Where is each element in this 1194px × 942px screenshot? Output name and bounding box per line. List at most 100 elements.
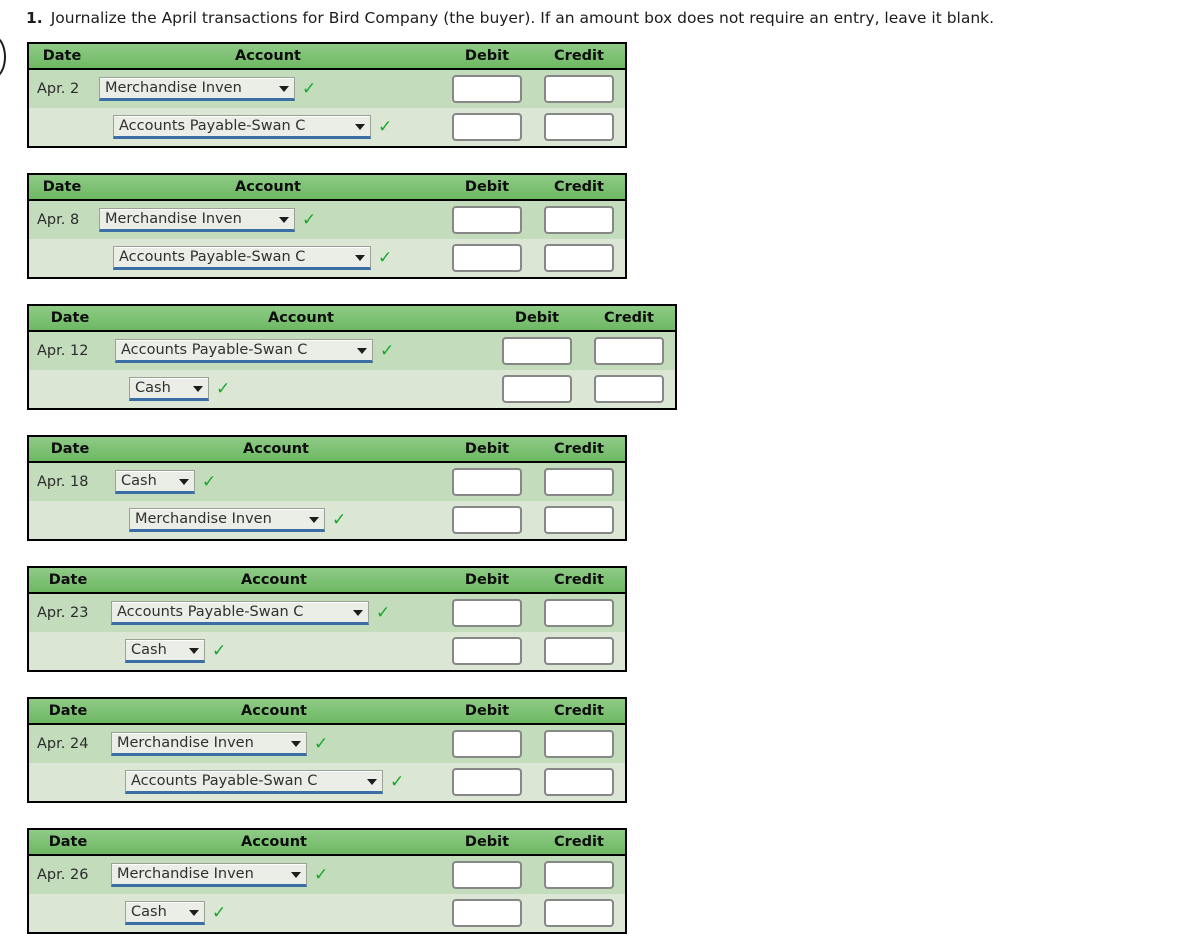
debit-input[interactable]	[452, 730, 522, 758]
debit-input[interactable]	[452, 468, 522, 496]
debit-input[interactable]	[452, 899, 522, 927]
cell-account: Merchandise Inven ✓	[107, 725, 441, 763]
cell-account: Accounts Payable-Swan C✓	[95, 239, 441, 277]
account-select[interactable]: Merchandise Inven	[99, 208, 295, 232]
account-select[interactable]: Merchandise Inven	[111, 732, 307, 756]
account-select-value: Cash	[131, 642, 167, 658]
cell-credit	[533, 594, 625, 632]
column-header-date: Date	[50, 310, 90, 326]
cell-credit	[583, 332, 675, 370]
credit-input[interactable]	[544, 599, 614, 627]
cell-credit	[533, 894, 625, 932]
debit-input[interactable]	[452, 206, 522, 234]
column-header-debit: Debit	[514, 310, 560, 326]
credit-input[interactable]	[594, 337, 664, 365]
debit-input[interactable]	[452, 599, 522, 627]
debit-input[interactable]	[452, 113, 522, 141]
cell-debit	[441, 894, 533, 932]
cell-credit	[533, 239, 625, 277]
account-select[interactable]: Accounts Payable-Swan C	[125, 770, 383, 794]
check-icon: ✓	[390, 771, 405, 792]
table-row: Accounts Payable-Swan C✓	[29, 239, 625, 277]
account-select-value: Cash	[131, 904, 167, 920]
credit-input[interactable]	[544, 506, 614, 534]
credit-input[interactable]	[544, 730, 614, 758]
credit-input[interactable]	[544, 244, 614, 272]
cell-debit	[441, 501, 533, 539]
column-header-date: Date	[50, 441, 90, 457]
credit-input[interactable]	[544, 75, 614, 103]
debit-input[interactable]	[502, 375, 572, 403]
account-select[interactable]: Merchandise Inven	[129, 508, 325, 532]
debit-input[interactable]	[502, 337, 572, 365]
column-header-account: Account	[235, 179, 301, 195]
account-select[interactable]: Cash	[125, 901, 205, 925]
column-header-debit: Debit	[464, 834, 510, 850]
check-icon: ✓	[202, 471, 217, 492]
cell-date: Apr. 23	[37, 605, 89, 621]
cell-credit	[533, 108, 625, 146]
account-select[interactable]: Accounts Payable-Swan C	[111, 601, 369, 625]
credit-input[interactable]	[544, 637, 614, 665]
credit-input[interactable]	[594, 375, 664, 403]
cell-account: Merchandise Inven✓	[111, 501, 441, 539]
column-header-account: Account	[241, 572, 307, 588]
credit-input[interactable]	[544, 113, 614, 141]
credit-input[interactable]	[544, 861, 614, 889]
credit-input[interactable]	[544, 468, 614, 496]
cell-debit	[491, 332, 583, 370]
column-header-account: Account	[241, 834, 307, 850]
debit-input[interactable]	[452, 861, 522, 889]
column-header-credit: Credit	[554, 703, 604, 719]
debit-input[interactable]	[452, 244, 522, 272]
cell-date: Apr. 2	[37, 81, 80, 97]
credit-input[interactable]	[544, 768, 614, 796]
account-select[interactable]: Accounts Payable-Swan C	[113, 246, 371, 270]
check-icon: ✓	[212, 640, 227, 661]
account-select[interactable]: Merchandise Inven	[111, 863, 307, 887]
chevron-down-icon	[353, 610, 363, 616]
cell-credit	[533, 70, 625, 108]
cell-date: Apr. 8	[37, 212, 80, 228]
account-select[interactable]: Cash	[129, 377, 209, 401]
cell-account: Accounts Payable-Swan C ✓	[107, 763, 441, 801]
account-select[interactable]: Merchandise Inven	[99, 77, 295, 101]
debit-input[interactable]	[452, 506, 522, 534]
column-header-date: Date	[48, 572, 88, 588]
account-select[interactable]: Cash	[125, 639, 205, 663]
account-select-value: Accounts Payable-Swan C	[131, 773, 318, 789]
check-icon: ✓	[302, 78, 317, 99]
cell-credit	[533, 763, 625, 801]
credit-input[interactable]	[544, 899, 614, 927]
debit-input[interactable]	[452, 75, 522, 103]
account-select[interactable]: Cash	[115, 470, 195, 494]
check-icon: ✓	[376, 602, 391, 623]
debit-input[interactable]	[452, 768, 522, 796]
account-select-value: Merchandise Inven	[117, 866, 254, 882]
column-header-date: Date	[48, 834, 88, 850]
account-select[interactable]: Accounts Payable-Swan C	[115, 339, 373, 363]
credit-input[interactable]	[544, 206, 614, 234]
check-icon: ✓	[314, 733, 329, 754]
column-header-credit: Credit	[554, 834, 604, 850]
account-select[interactable]: Accounts Payable-Swan C	[113, 115, 371, 139]
column-header-credit: Credit	[554, 572, 604, 588]
debit-input[interactable]	[452, 637, 522, 665]
cell-account: Merchandise Inven ✓	[95, 70, 441, 108]
chevron-down-icon	[309, 517, 319, 523]
cell-debit	[441, 463, 533, 501]
table-row: Cash✓	[29, 370, 675, 408]
column-header-debit: Debit	[464, 703, 510, 719]
cell-date	[29, 501, 111, 539]
account-select-value: Accounts Payable-Swan C	[117, 604, 304, 620]
cell-credit	[533, 201, 625, 239]
